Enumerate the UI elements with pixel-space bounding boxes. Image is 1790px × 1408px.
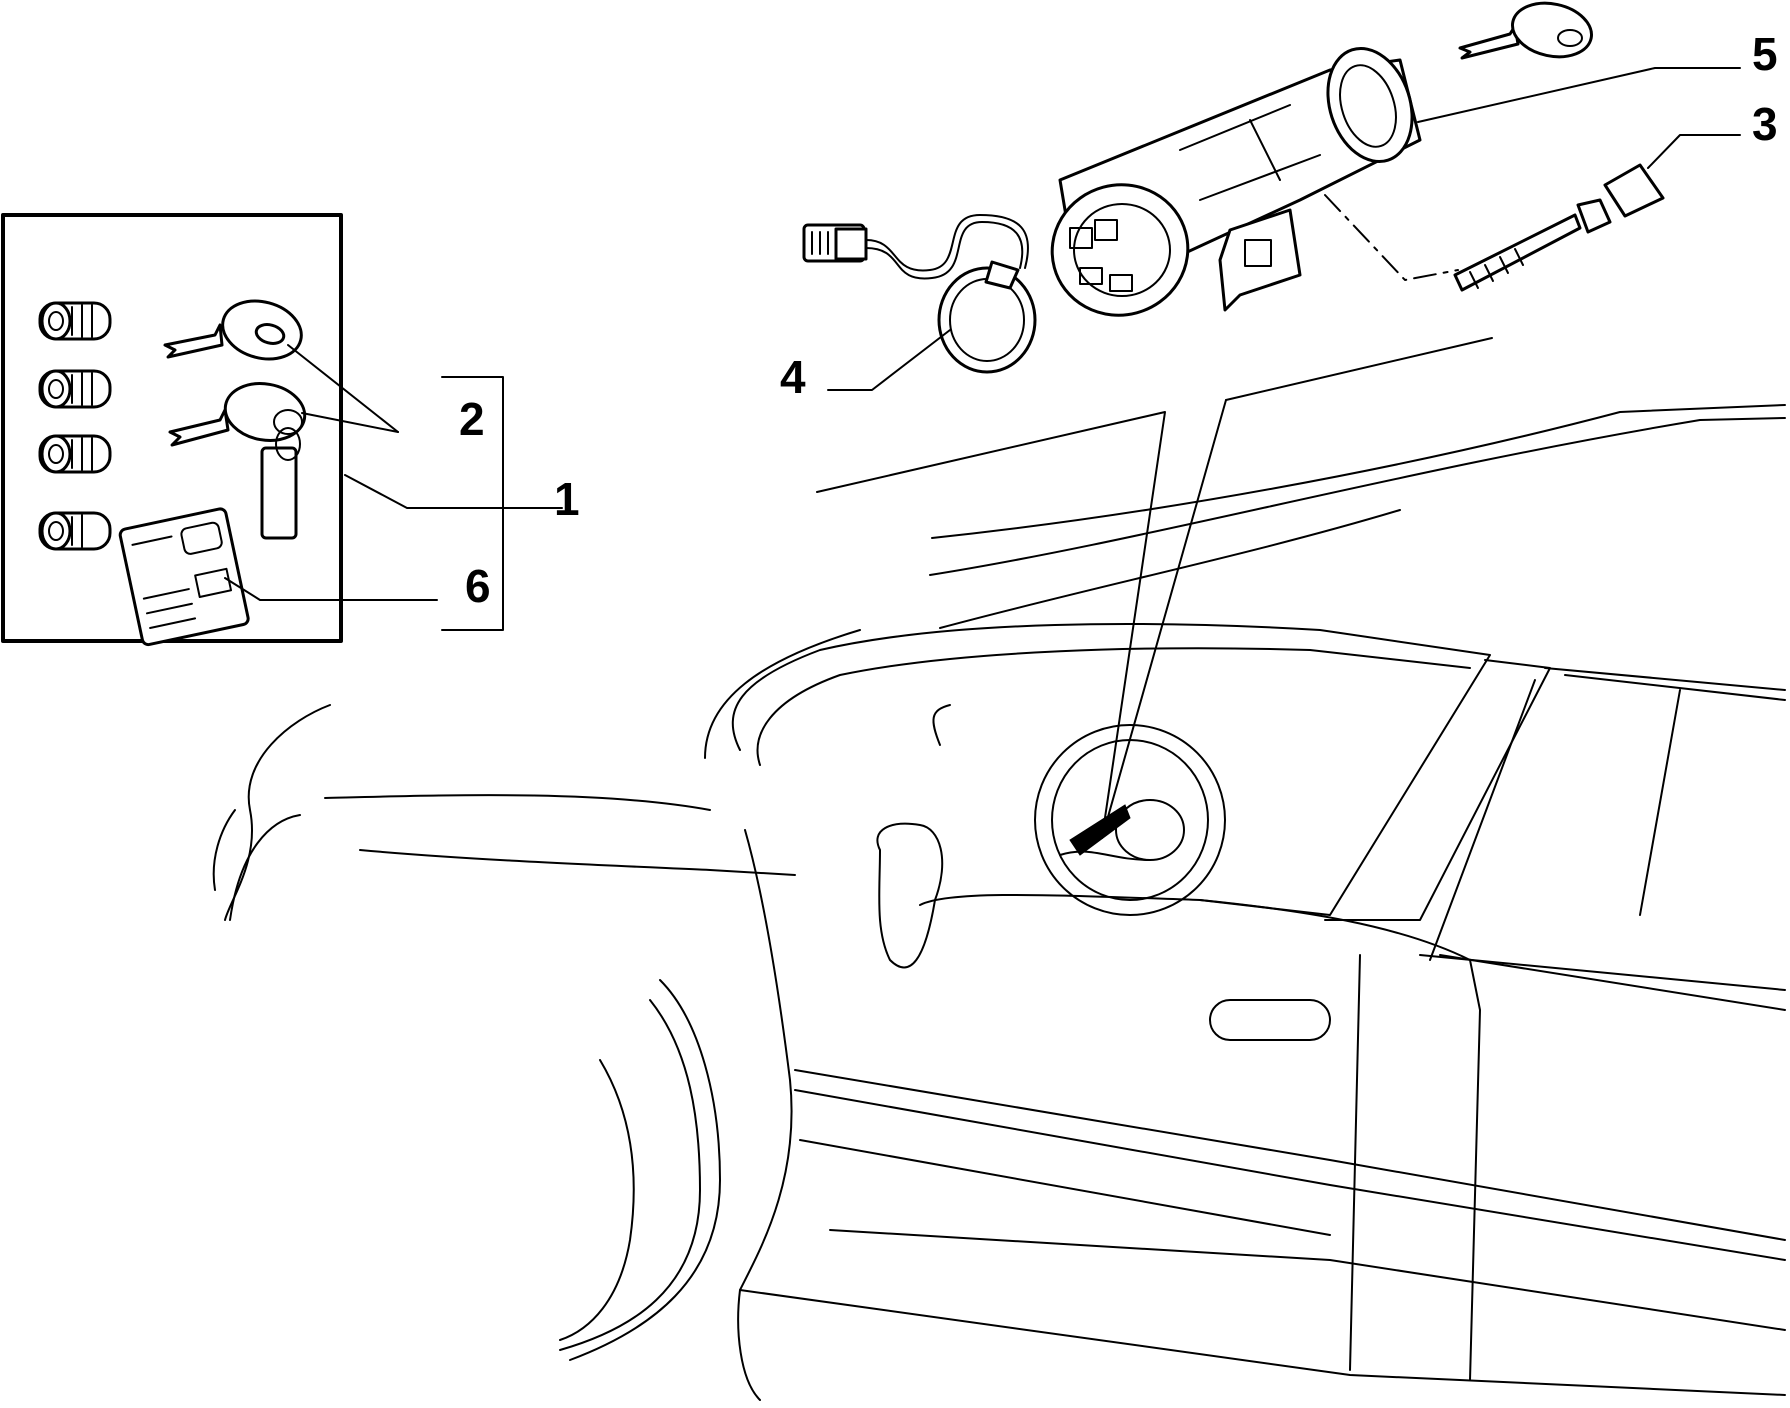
leader-3 (1647, 134, 1741, 169)
callout-3: 3 (1752, 98, 1778, 150)
kit-bracket (441, 376, 504, 631)
antenna-ring-connector-icon (802, 214, 1037, 374)
leader-2a (287, 344, 399, 433)
lock-cylinder-icon (38, 511, 112, 551)
detail-pointer-left (816, 411, 1166, 839)
callout-2: 2 (459, 393, 485, 445)
key-icon (163, 299, 303, 361)
callout-4: 4 (780, 351, 806, 403)
ignition-switch-housing-icon (1050, 46, 1422, 317)
detail-pointer-right (1101, 399, 1227, 839)
code-card-icon (118, 507, 250, 647)
detail-pointer-top (1225, 337, 1493, 401)
leader-1 (344, 474, 563, 509)
lock-kit-inset (1, 213, 563, 647)
shear-bolt-icon (1453, 163, 1665, 292)
callout-1: 1 (554, 473, 580, 525)
leader-2b (301, 412, 399, 433)
lock-cylinder-icon (38, 301, 112, 341)
car-outline (212, 404, 1786, 1401)
lock-cylinder-group (38, 301, 112, 551)
key-with-tag-icon (168, 382, 307, 540)
leader-6 (224, 577, 438, 601)
callout-6: 6 (465, 560, 491, 612)
callout-5: 5 (1752, 28, 1778, 80)
leader-5 (1417, 67, 1741, 123)
axis-line (1324, 194, 1459, 281)
leader-4 (827, 329, 951, 391)
ignition-key-icon (1458, 1, 1593, 60)
lock-cylinder-icon (38, 369, 112, 409)
lock-cylinder-icon (38, 434, 112, 474)
ignition-location-marker (1069, 804, 1131, 856)
